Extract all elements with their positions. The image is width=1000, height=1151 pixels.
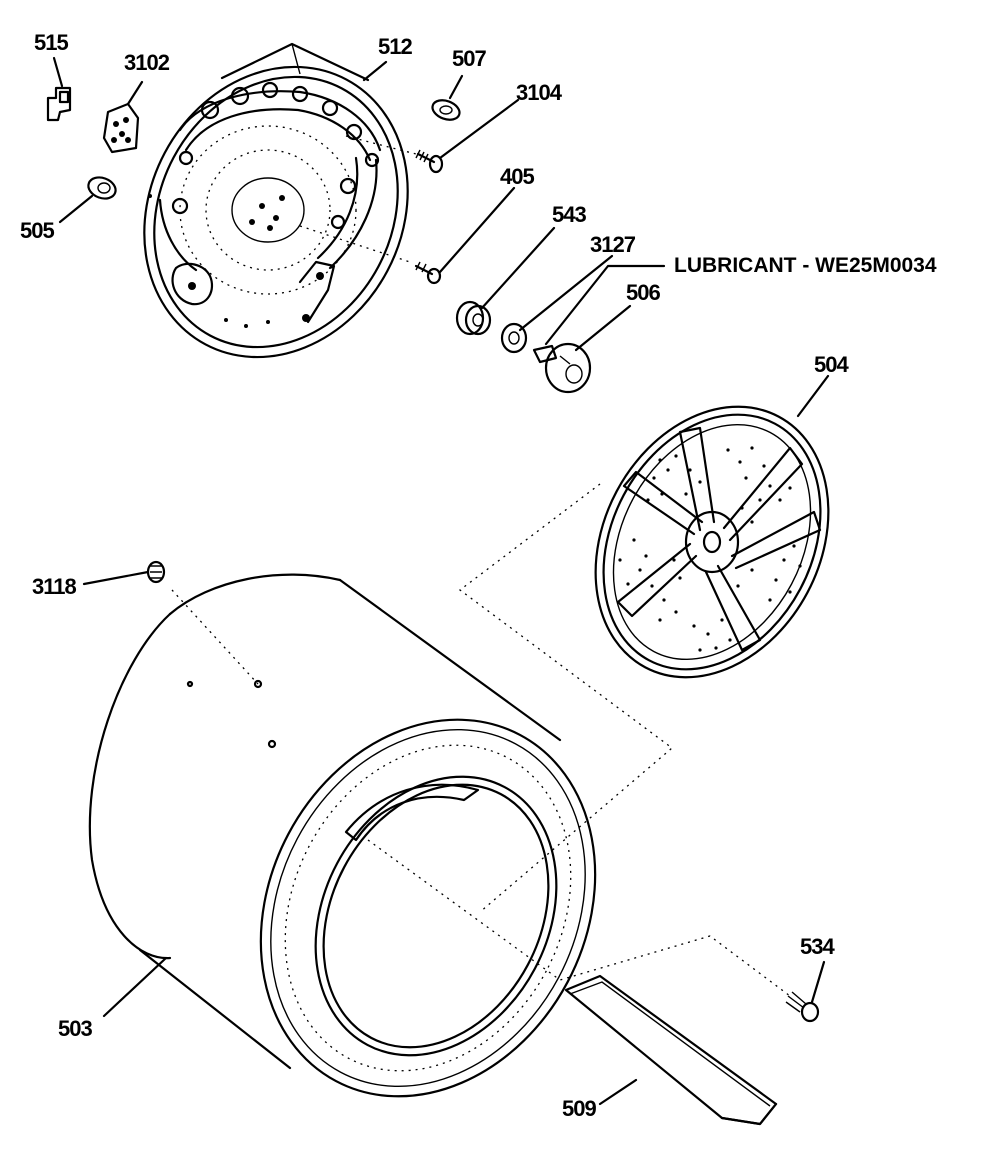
label-515: 515 — [34, 30, 68, 55]
screw-534 — [785, 991, 820, 1023]
rear-bulkhead-512 — [143, 42, 409, 359]
shaft-506 — [532, 342, 592, 394]
lubricant-note: LUBRICANT - WE25M0034 — [674, 254, 937, 277]
screw-3104 — [415, 149, 444, 174]
label-505: 505 — [20, 218, 54, 243]
label-506: 506 — [626, 280, 660, 305]
label-3104: 3104 — [516, 80, 563, 105]
label-509: 509 — [562, 1096, 596, 1121]
label-507: 507 — [452, 46, 486, 71]
label-503: 503 — [58, 1016, 92, 1041]
washer-3127 — [500, 322, 528, 354]
clip-515 — [46, 86, 72, 122]
bearing-543 — [455, 300, 492, 336]
drum-503 — [88, 573, 597, 1098]
ring-505 — [87, 176, 117, 200]
leader-lines — [52, 56, 830, 1106]
bearing-507 — [431, 99, 461, 121]
label-405: 405 — [500, 164, 534, 189]
part-labels: 515 3102 512 507 3104 405 505 543 3127 L… — [20, 30, 937, 1121]
label-3102: 3102 — [124, 50, 170, 75]
baffle-509 — [564, 974, 778, 1126]
perforation-pattern — [618, 446, 802, 652]
screw-3118 — [146, 560, 166, 584]
label-512: 512 — [378, 34, 412, 59]
label-3118: 3118 — [32, 574, 76, 599]
label-543: 543 — [552, 202, 586, 227]
plate-3102 — [102, 102, 140, 154]
label-504: 504 — [814, 352, 849, 377]
assembly-lines — [171, 135, 791, 997]
screw-405 — [414, 261, 442, 285]
drum-rear-head-504 — [594, 405, 830, 679]
label-534: 534 — [800, 934, 835, 959]
label-3127: 3127 — [590, 232, 636, 257]
